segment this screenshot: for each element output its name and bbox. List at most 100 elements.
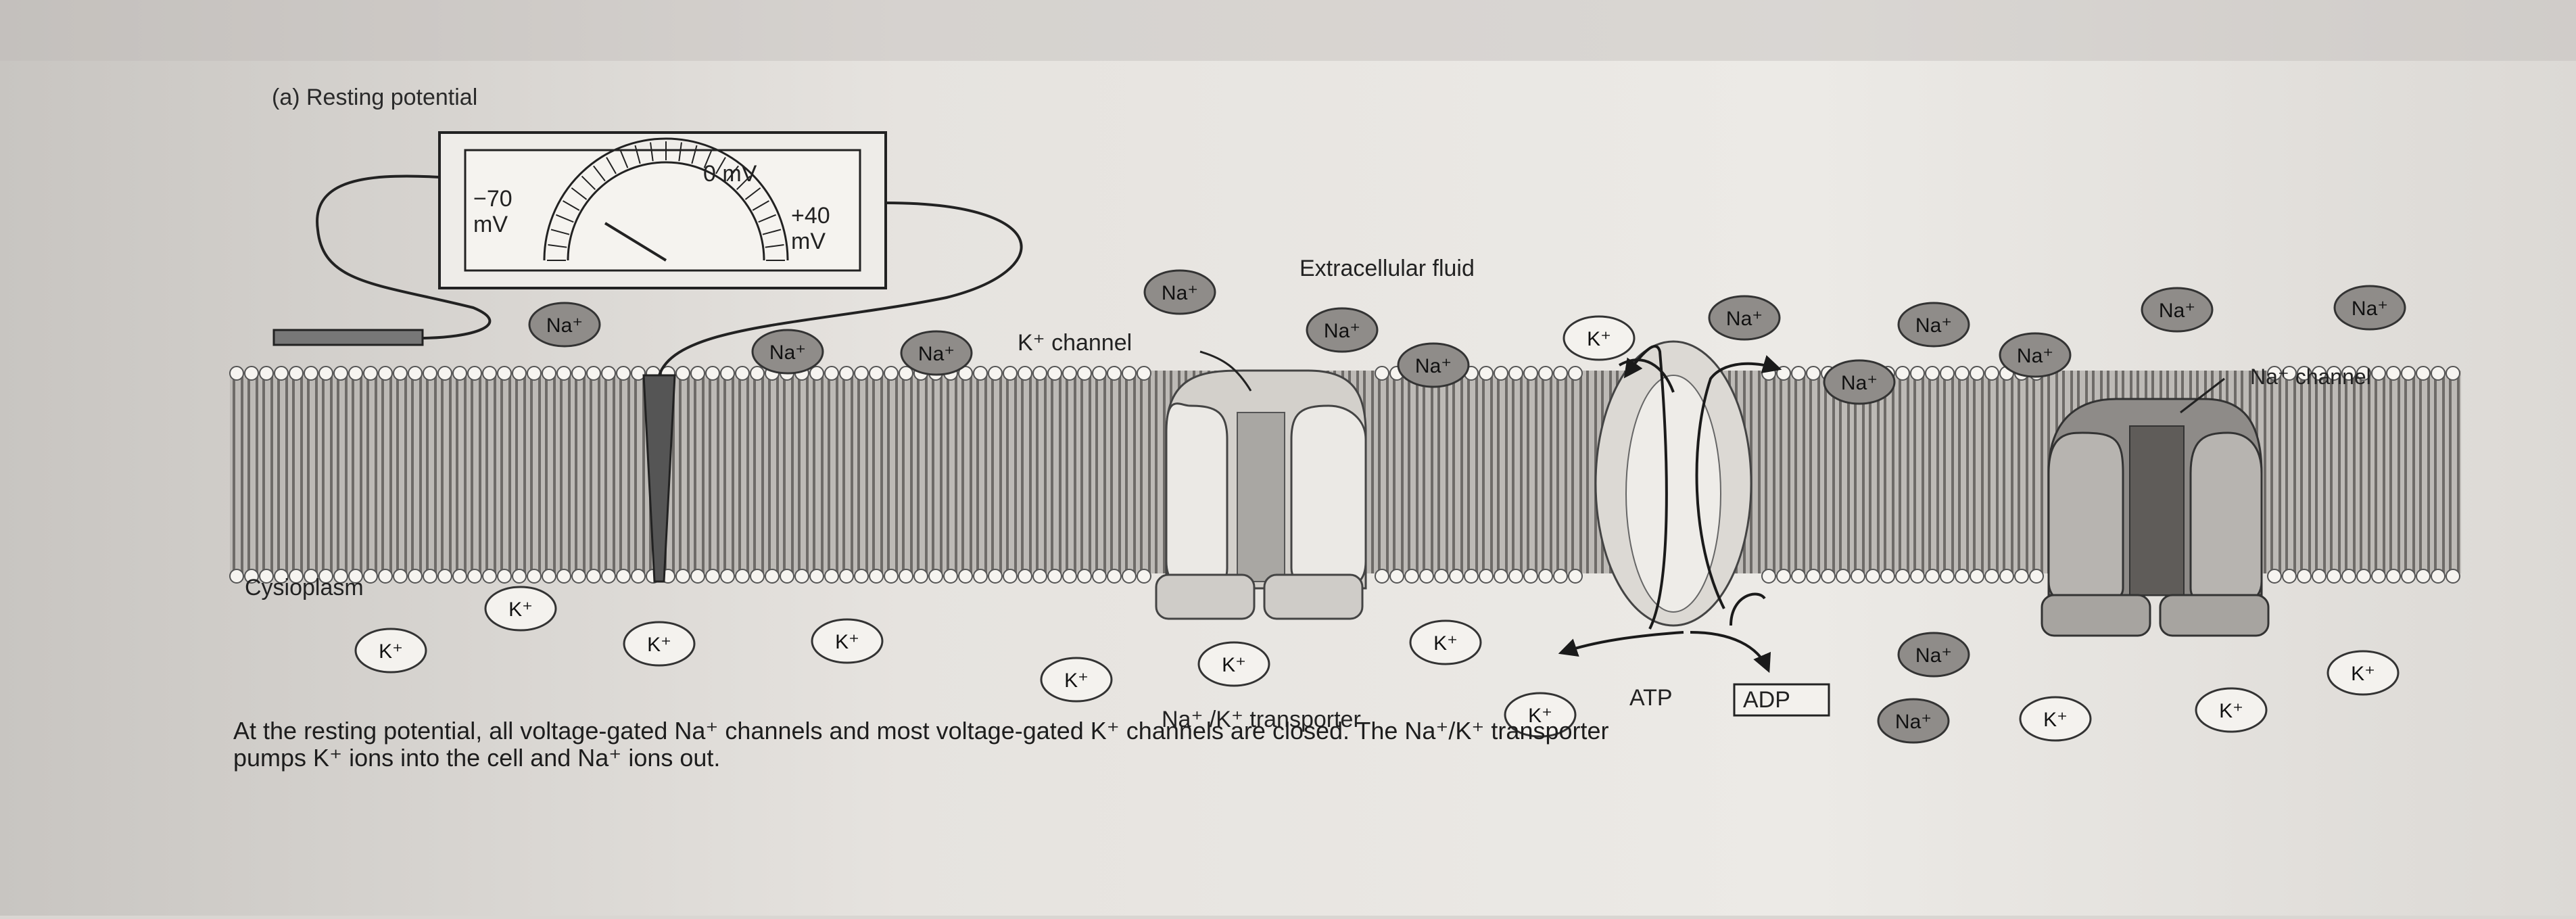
microelectrode: [642, 374, 676, 583]
lipid-head-inner: [958, 569, 973, 584]
na-channel: [2041, 398, 2270, 637]
lipid-head-inner: [2416, 569, 2431, 584]
na-ion-circle: [2141, 287, 2214, 333]
lipid-head-outer: [1375, 366, 1389, 381]
na-ion-label: Na⁺: [1915, 644, 1952, 667]
lipid-head-outer: [854, 366, 869, 381]
lipid-head-inner: [1032, 569, 1047, 584]
lipid-head-inner: [854, 569, 869, 584]
lipid-head-outer: [497, 366, 512, 381]
lipid-head-outer: [1107, 366, 1122, 381]
lipid-head-inner: [928, 569, 943, 584]
lipid-head-inner: [512, 569, 527, 584]
lipid-head-inner: [1404, 569, 1419, 584]
k-ion-circle: [1197, 641, 1270, 687]
caption-line-2: pumps K⁺ ions into the cell and Na⁺ ions…: [233, 744, 720, 772]
lipid-head-outer: [601, 366, 616, 381]
lipid-head-outer: [1776, 366, 1791, 381]
lipid-head-inner: [542, 569, 556, 584]
lipid-head-outer: [1940, 366, 1955, 381]
lipid-head-outer: [1062, 366, 1077, 381]
lipid-head-inner: [2327, 569, 2341, 584]
lipid-head-inner: [229, 569, 244, 584]
lipid-head-outer: [1047, 366, 1062, 381]
na-ion-circle: [1897, 302, 1970, 348]
lipid-head-inner: [1970, 569, 1984, 584]
lipid-head-inner: [1508, 569, 1523, 584]
lipid-head-outer: [2446, 366, 2460, 381]
lipid-head-inner: [824, 569, 839, 584]
extracellular-label: Extracellular fluid: [1299, 256, 1475, 281]
figure-title: (a) Resting potential: [272, 85, 477, 110]
lipid-head-outer: [2282, 366, 2297, 381]
lipid-head-inner: [690, 569, 705, 584]
lipid-head-outer: [2356, 366, 2371, 381]
lipid-head-outer: [1806, 366, 1821, 381]
lipid-head-inner: [2431, 569, 2446, 584]
lipid-head-inner: [1925, 569, 1940, 584]
k-ion-circle: [1504, 692, 1577, 738]
lipid-head-inner: [289, 569, 304, 584]
na-ion-label: Na⁺: [918, 343, 955, 365]
meter-label-top: 0 mV: [703, 161, 757, 187]
lipid-head-inner: [1984, 569, 1999, 584]
lipid-head-inner: [1895, 569, 1910, 584]
na-ion-label: Na⁺: [1324, 320, 1360, 342]
lipid-head-inner: [913, 569, 928, 584]
na-ion-circle: [1823, 359, 1896, 405]
lipid-head-inner: [1047, 569, 1062, 584]
na-ion-circle: [1397, 342, 1470, 388]
lipid-head-inner: [2386, 569, 2401, 584]
k-channel: [1155, 369, 1367, 620]
lipid-head-inner: [2014, 569, 2029, 584]
lipid-head-outer: [884, 366, 899, 381]
na-ion-circle: [1999, 332, 2072, 378]
na-ion-circle: [900, 330, 973, 376]
reference-wire: [316, 174, 492, 339]
phospholipid-heads-inner: [229, 569, 2460, 584]
lipid-head-inner: [809, 569, 824, 584]
lipid-head-inner: [780, 569, 794, 584]
lipid-head-inner: [1538, 569, 1553, 584]
lipid-head-outer: [2341, 366, 2356, 381]
lipid-head-outer: [1538, 366, 1553, 381]
na-ion-circle: [1708, 295, 1781, 341]
lipid-head-outer: [363, 366, 378, 381]
lipid-head-outer: [1523, 366, 1538, 381]
lipid-head-outer: [1137, 366, 1151, 381]
lipid-head-inner: [497, 569, 512, 584]
lipid-head-inner: [393, 569, 408, 584]
lipid-head-outer: [348, 366, 363, 381]
k-ion-circle: [484, 586, 557, 632]
lipid-head-outer: [1479, 366, 1494, 381]
adp-label: ADP: [1743, 687, 1790, 713]
k-ion-label: K⁺: [647, 634, 671, 656]
lipid-head-inner: [899, 569, 913, 584]
na-ion-label: Na⁺: [1162, 282, 1198, 304]
lipid-head-outer: [1553, 366, 1568, 381]
lipid-head-outer: [1003, 366, 1018, 381]
lipid-head-inner: [1003, 569, 1018, 584]
lipid-head-outer: [512, 366, 527, 381]
lipid-head-outer: [304, 366, 318, 381]
lipid-head-inner: [943, 569, 958, 584]
k-ion-label: K⁺: [379, 640, 403, 663]
lipid-head-inner: [1092, 569, 1107, 584]
lipid-head-inner: [1137, 569, 1151, 584]
lipid-head-outer: [437, 366, 452, 381]
k-inward-arrow: [1623, 345, 1668, 630]
lipid-head-inner: [1806, 569, 1821, 584]
caption-line-1: At the resting potential, all voltage-ga…: [233, 717, 1609, 745]
recording-wire: [658, 202, 1023, 376]
na-k-transporter: [1558, 340, 1782, 674]
lipid-head-inner: [1851, 569, 1865, 584]
k-ion-circle: [2019, 696, 2092, 742]
lipid-head-inner: [1018, 569, 1032, 584]
lipid-head-inner: [705, 569, 720, 584]
lipid-head-outer: [1568, 366, 1583, 381]
k-ion-label: K⁺: [2219, 700, 2243, 722]
lipid-head-outer: [527, 366, 542, 381]
